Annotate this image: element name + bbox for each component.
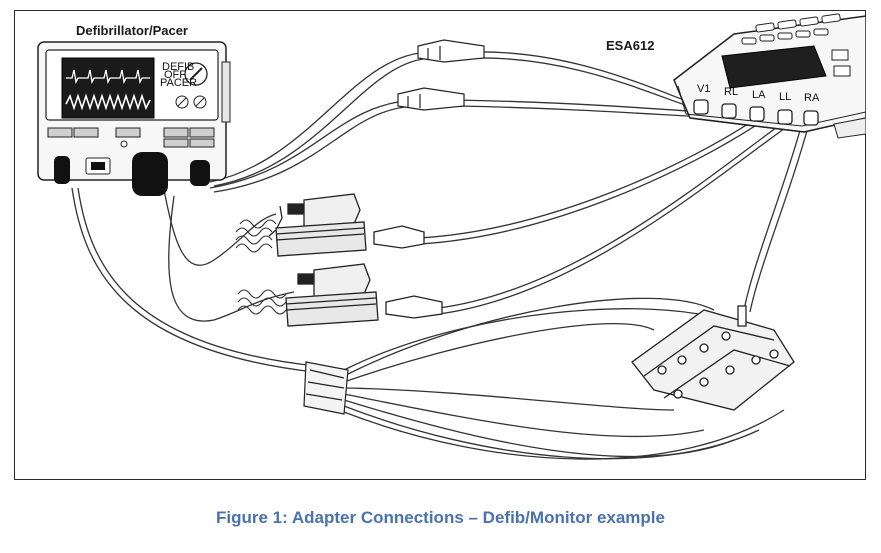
defib-button-4[interactable] — [163, 127, 189, 138]
defibrillator-pacer: Defibrillator/Pacer DEFIB OFF PACER — [37, 23, 231, 196]
esa-key-8[interactable] — [795, 30, 811, 38]
port-la — [749, 106, 765, 122]
port-v1 — [693, 99, 709, 115]
cable-la-b — [418, 123, 759, 245]
esa-key-2[interactable] — [777, 19, 797, 30]
esa612-analyzer: ESA612 V1 RL LA LL RA — [606, 13, 866, 139]
cable-clip-2b — [213, 105, 415, 193]
cable-la — [418, 119, 755, 239]
cable-ll-b — [438, 125, 789, 315]
esa612-ports — [693, 99, 819, 126]
defib-button-6[interactable] — [163, 138, 189, 148]
ecg-trunk-connector — [303, 361, 349, 415]
esa-key-7[interactable] — [777, 32, 793, 40]
paddle-jack — [132, 152, 168, 196]
defib-button-5[interactable] — [189, 127, 215, 138]
port-ll — [777, 109, 793, 125]
cable-v1 — [473, 51, 701, 107]
port-label-rl: RL — [724, 86, 738, 98]
clip-2 — [397, 87, 465, 111]
knob-label-off: OFF — [164, 69, 186, 81]
defib-button-3[interactable] — [115, 127, 141, 138]
figure-caption: Figure 1: Adapter Connections – Defib/Mo… — [216, 508, 665, 527]
cable-clip-1b — [213, 57, 435, 187]
cable-paddle-2 — [168, 195, 295, 322]
clip-1 — [417, 39, 485, 63]
cable-clip-1 — [209, 51, 435, 183]
cable-paddle-1 — [163, 189, 277, 266]
port-ra — [803, 110, 819, 126]
port-label-ll: LL — [779, 91, 791, 103]
port-label-v1: V1 — [697, 83, 710, 95]
esa612-label: ESA612 — [606, 38, 654, 53]
connection-diagram: Defibrillator/Pacer DEFIB OFF PACER — [37, 13, 866, 460]
esa-key-4[interactable] — [821, 13, 841, 24]
port-rl — [721, 103, 737, 119]
esa-key-6[interactable] — [759, 34, 775, 42]
knob-label-defib: DEFIB — [162, 61, 194, 73]
defib-label: Defibrillator/Pacer — [76, 23, 188, 38]
defib-button-2[interactable] — [73, 127, 99, 138]
ecg-jack — [54, 156, 70, 184]
ecg-screen — [61, 57, 155, 119]
esa-key-1[interactable] — [755, 22, 775, 33]
cable-trunk — [71, 187, 315, 373]
cable-trunk-b — [77, 187, 317, 367]
paddle-upper — [268, 193, 425, 257]
esa-key-3[interactable] — [799, 16, 819, 27]
coil-cords — [235, 219, 287, 315]
esa-key-5[interactable] — [741, 37, 757, 45]
knob-label-pacer: PACER — [160, 77, 197, 89]
esa-key-9[interactable] — [813, 28, 829, 36]
esa612-screen — [721, 45, 827, 89]
alligator-clips-top — [397, 39, 485, 111]
pacer-jack — [190, 160, 210, 186]
cable-ra — [743, 115, 805, 311]
port-label-la: LA — [752, 89, 766, 101]
defib-button-7[interactable] — [189, 138, 215, 148]
cable-ra-b — [749, 119, 811, 313]
ecg-adapter-block — [631, 305, 795, 411]
cable-clip-2 — [209, 99, 415, 189]
port-label-ra: RA — [804, 92, 820, 104]
cable-ll — [438, 121, 785, 309]
defib-button-1[interactable] — [47, 127, 73, 138]
cable-v1b — [473, 57, 701, 111]
paddle-lower — [285, 263, 443, 327]
